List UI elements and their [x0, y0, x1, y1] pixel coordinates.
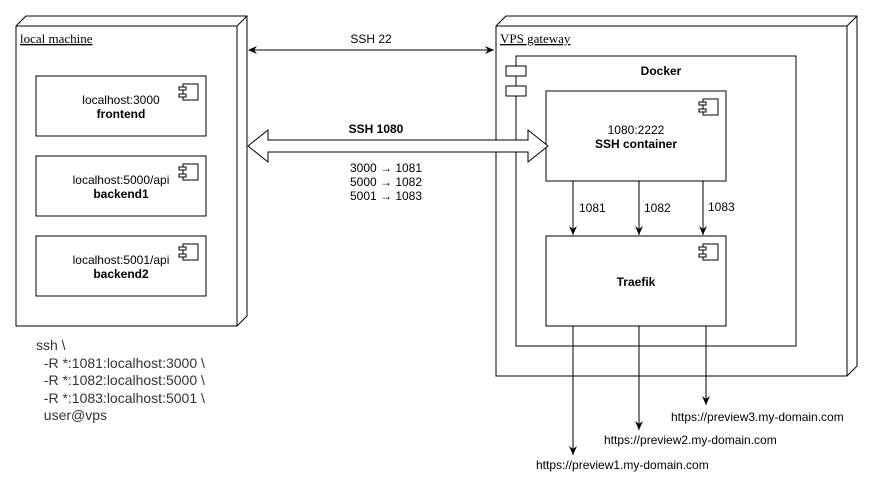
command-line: -R *:1081:localhost:3000 \ — [36, 354, 205, 371]
ssh1080-link: SSH 1080 3000 → 1081 5000 → 1082 5001 → … — [247, 122, 549, 203]
ssh-container-name: SSH container — [595, 137, 677, 151]
docker-label: Docker — [641, 64, 682, 78]
vps-title: VPS gateway — [500, 31, 571, 46]
component-icon — [178, 83, 199, 101]
backend1-name: backend1 — [93, 187, 149, 201]
public-url-arrows: https://preview1.my-domain.com https://p… — [536, 326, 844, 472]
ssh-container-port: 1080:2222 — [608, 123, 665, 137]
component-icon — [698, 98, 719, 116]
ssh22-label: SSH 22 — [350, 32, 392, 46]
ssh-command: ssh \ -R *:1081:localhost:3000 \ -R *:10… — [36, 337, 205, 425]
backend1-port: localhost:5000/api — [73, 173, 170, 187]
component-icon — [178, 243, 199, 261]
port-mapping: 3000 → 1081 — [350, 161, 422, 175]
component-backend2: localhost:5001/api backend2 — [35, 235, 207, 297]
command-line: -R *:1082:localhost:5000 \ — [36, 372, 205, 388]
ssh-container: 1080:2222 SSH container — [545, 90, 727, 182]
component-icon — [178, 163, 199, 181]
component-icon — [698, 243, 719, 261]
preview3-url: https://preview3.my-domain.com — [671, 410, 844, 424]
traefik-name: Traefik — [617, 275, 656, 289]
component-frontend: localhost:3000 frontend — [35, 75, 207, 137]
internal-port-arrows: 1081 1082 1083 — [569, 181, 735, 235]
port-mapping: 5000 → 1082 — [350, 175, 422, 189]
port-mapping: 5001 → 1083 — [350, 189, 422, 203]
backend2-port: localhost:5001/api — [73, 253, 170, 267]
ssh1080-label: SSH 1080 — [349, 122, 404, 136]
frontend-port: localhost:3000 — [82, 93, 160, 107]
port-label: 1083 — [708, 200, 735, 214]
local-machine-title: local machine — [20, 31, 93, 46]
command-line: ssh \ — [36, 337, 66, 353]
ssh22-link: SSH 22 — [248, 32, 494, 54]
component-backend1: localhost:5000/api backend1 — [35, 155, 207, 217]
command-line: -R *:1083:localhost:5001 \ — [36, 389, 205, 406]
traefik-component: Traefik — [545, 235, 727, 327]
module-tab-top — [505, 65, 527, 77]
preview2-url: https://preview2.my-domain.com — [604, 433, 777, 447]
backend2-name: backend2 — [93, 267, 149, 281]
command-line: user@vps — [36, 407, 108, 423]
module-tab-bottom — [505, 85, 527, 97]
preview1-url: https://preview1.my-domain.com — [536, 458, 709, 472]
frontend-name: frontend — [97, 107, 146, 121]
port-label: 1081 — [579, 201, 606, 215]
port-label: 1082 — [644, 201, 671, 215]
